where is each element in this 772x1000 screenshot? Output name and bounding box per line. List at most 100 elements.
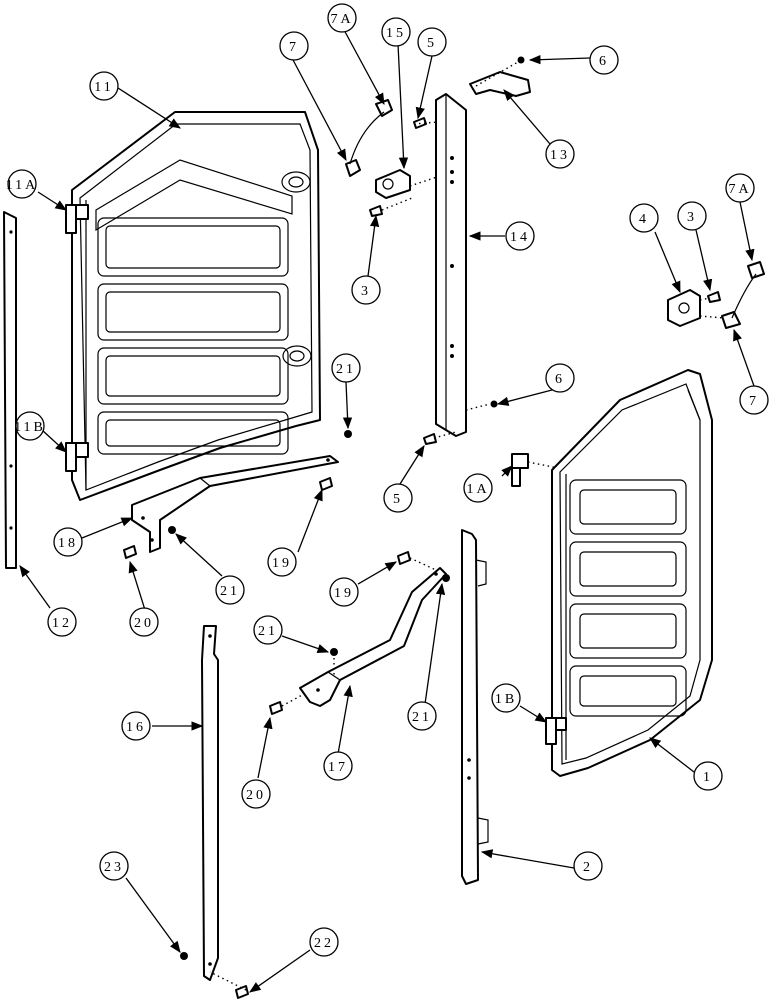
callout-11b: 11B: [14, 411, 46, 441]
callout-3-mid: 3: [351, 275, 381, 305]
svg-text:16: 16: [126, 720, 146, 735]
svg-text:18: 18: [58, 536, 78, 551]
svg-text:21: 21: [258, 624, 278, 639]
svg-text:15: 15: [386, 26, 406, 41]
callout-15: 15: [381, 17, 411, 47]
svg-text:1B: 1B: [495, 692, 517, 707]
callout-3-right: 3: [677, 201, 707, 231]
callout-21-b: 21: [215, 575, 245, 605]
callout-1a: 1A: [463, 473, 493, 503]
svg-text:6: 6: [555, 372, 565, 387]
callout-12: 12: [47, 607, 77, 637]
callout-7a-top: 7A: [327, 3, 357, 33]
clip-7-top: [345, 159, 361, 177]
callout-22: 22: [309, 927, 339, 957]
callout-1: 1: [693, 761, 723, 791]
screw-19-a: [319, 477, 333, 491]
svg-text:4: 4: [639, 212, 649, 227]
vertical-strap-16: [201, 625, 219, 981]
svg-text:21: 21: [412, 710, 432, 725]
callout-16: 16: [121, 711, 151, 741]
svg-text:19: 19: [334, 586, 354, 601]
svg-text:20: 20: [246, 788, 266, 803]
svg-text:22: 22: [314, 936, 334, 951]
svg-text:1: 1: [703, 770, 713, 785]
vertical-post-14: [435, 93, 467, 437]
hinge-11a: [65, 204, 89, 234]
callout-6-top: 6: [589, 45, 619, 75]
callout-17: 17: [323, 751, 353, 781]
callout-7-right: 7: [739, 385, 769, 415]
callout-23: 23: [99, 851, 129, 881]
nut-6-top: [517, 56, 525, 64]
nut-21-d: [330, 648, 338, 656]
screw-20-b: [269, 701, 283, 715]
svg-text:11: 11: [94, 80, 113, 95]
nut-6-mid: [490, 400, 498, 408]
svg-text:1A: 1A: [466, 482, 489, 497]
left-door-panel: [71, 111, 321, 501]
hinge-1b: [545, 717, 567, 745]
bracket-17: [299, 567, 447, 707]
svg-text:14: 14: [510, 230, 530, 245]
callout-1b: 1B: [491, 683, 521, 713]
svg-text:13: 13: [550, 148, 570, 163]
svg-text:19: 19: [272, 556, 292, 571]
callout-2: 2: [573, 851, 603, 881]
svg-text:20: 20: [134, 616, 154, 631]
svg-text:7A: 7A: [330, 12, 353, 27]
callout-5-mid: 5: [383, 483, 413, 513]
bracket-18: [131, 455, 339, 553]
callout-7-top: 7: [279, 31, 309, 61]
plate-13: [469, 71, 531, 97]
clip-7a-top: [375, 99, 393, 117]
callout-13: 13: [545, 139, 575, 169]
callout-20-b: 20: [241, 779, 271, 809]
nut-21-a: [344, 430, 352, 438]
callout-4: 4: [629, 203, 659, 233]
callout-11a: 11A: [6, 169, 39, 199]
svg-text:3: 3: [687, 210, 697, 225]
svg-text:2: 2: [583, 860, 593, 875]
svg-text:17: 17: [328, 760, 348, 775]
nut-21-c: [442, 574, 450, 582]
hinge-1a: [511, 453, 529, 487]
svg-text:21: 21: [220, 584, 240, 599]
callout-21-a: 21: [331, 353, 361, 383]
callout-14: 14: [505, 221, 535, 251]
screw-5-mid: [423, 433, 437, 445]
screw-22: [235, 985, 249, 999]
hinge-11b: [65, 442, 89, 472]
nut-23: [180, 952, 188, 960]
callout-6-mid: 6: [545, 363, 575, 393]
screw-20-a: [123, 545, 137, 559]
svg-text:12: 12: [52, 616, 72, 631]
callout-7a-right: 7A: [725, 173, 755, 203]
svg-text:6: 6: [599, 54, 609, 69]
clip-7a-right: [747, 261, 765, 279]
clip-7-right: [721, 311, 741, 329]
vertical-strap-2: [461, 529, 489, 885]
vertical-strip-12: [3, 211, 17, 569]
callout-5-top: 5: [417, 27, 447, 57]
svg-text:5: 5: [427, 36, 437, 51]
callout-21-d: 21: [253, 615, 283, 645]
screw-3-right: [707, 291, 721, 303]
screw-3-top: [369, 205, 383, 217]
svg-text:23: 23: [104, 860, 124, 875]
callout-18: 18: [53, 527, 83, 557]
svg-text:11A: 11A: [6, 178, 39, 193]
svg-text:5: 5: [393, 492, 403, 507]
svg-text:3: 3: [361, 284, 371, 299]
svg-text:11B: 11B: [14, 420, 46, 435]
bracket-15: [375, 169, 411, 199]
svg-text:7: 7: [289, 40, 299, 55]
screw-19-b: [397, 551, 411, 565]
hinge-bracket-4: [667, 289, 701, 327]
right-door-panel: [551, 369, 713, 777]
callout-20-a: 20: [129, 607, 159, 637]
callout-19-a: 19: [267, 547, 297, 577]
svg-text:21: 21: [336, 362, 356, 377]
callout-11: 11: [89, 71, 119, 101]
